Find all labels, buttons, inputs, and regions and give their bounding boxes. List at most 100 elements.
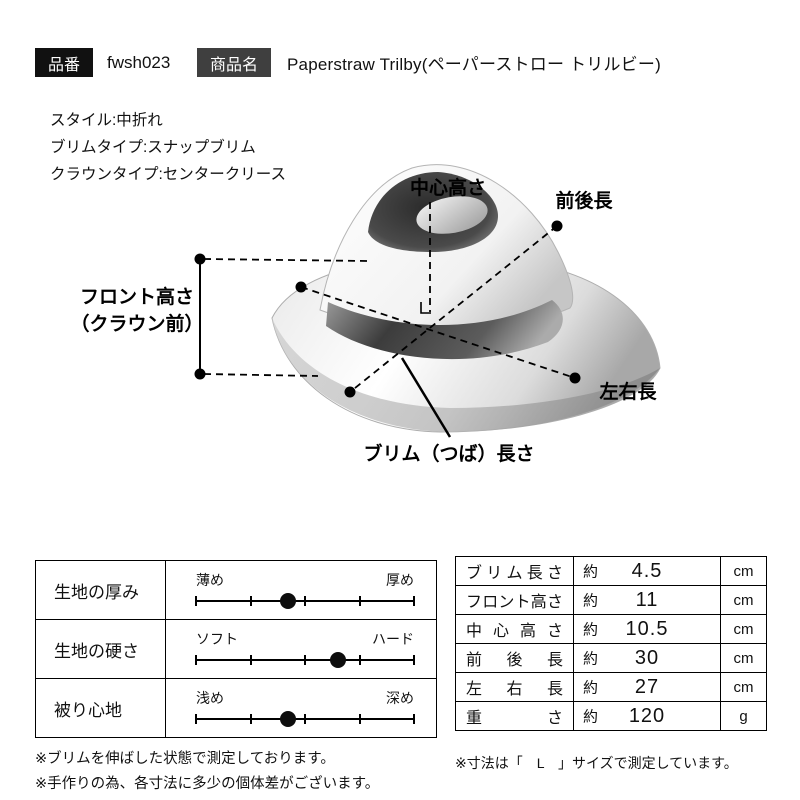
hat-crease-highlight (416, 196, 488, 234)
slider-label: 生地の厚み (36, 561, 166, 619)
measure-approx: 約 (583, 708, 599, 726)
measure-value-cell: 約 4.5 (573, 556, 721, 586)
measure-row: 中心高さ 約 10.5 cm (455, 614, 767, 644)
footnotes-left: ※ブリムを伸ばした状態で測定しております。 ※手作りの為、各寸法に多少の個体差が… (35, 747, 379, 797)
slider-min-label: 薄め (196, 572, 224, 588)
label-front-height-line1: フロント高さ (80, 285, 194, 308)
measure-number: 30 (634, 646, 660, 669)
item-code: fwsh023 (107, 52, 171, 72)
measure-approx: 約 (583, 679, 599, 697)
measure-number: 27 (634, 675, 660, 698)
hat-brim (271, 256, 661, 433)
spec-crown-type: クラウンタイプ:センタークリース (50, 166, 287, 183)
measure-unit: g (720, 701, 767, 731)
scale-tick (195, 596, 197, 606)
measure-approx: 約 (583, 563, 599, 581)
front-height-leader-bottom (203, 373, 319, 377)
measure-number: 4.5 (631, 559, 663, 582)
measure-value-cell: 約 11 (573, 585, 721, 615)
slider-row-stiffness: 生地の硬さ ソフト ハード (36, 620, 436, 679)
slider-track: 浅め 深め (166, 679, 436, 737)
measure-label: 前後長 (455, 643, 574, 673)
measure-label: ブリム長さ (455, 556, 574, 586)
measure-unit: cm (720, 643, 767, 673)
hat-band-shadow (326, 300, 563, 360)
slider-row-fit: 被り心地 浅め 深め (36, 679, 436, 737)
measure-unit: cm (720, 614, 767, 644)
scale-tick (413, 596, 415, 606)
measure-number: 120 (628, 704, 666, 727)
front-height-dot-top (194, 253, 206, 265)
slider-label: 被り心地 (36, 679, 166, 737)
measure-number: 10.5 (625, 617, 669, 640)
measure-approx: 約 (583, 592, 599, 610)
left-right-line (300, 286, 576, 379)
slider-track: 薄め 厚め (166, 561, 436, 619)
slider-max-label: 深め (386, 690, 414, 706)
label-brim-length: ブリム（つば）長さ (363, 442, 534, 465)
measure-row: 前後長 約 30 cm (455, 643, 767, 673)
hat-illustration (271, 164, 661, 433)
slider-label: 生地の硬さ (36, 620, 166, 678)
scale-tick (304, 655, 306, 665)
measure-unit: cm (720, 672, 767, 702)
item-code-tag: 品番 (35, 48, 93, 77)
measure-value-cell: 約 120 (573, 701, 721, 731)
scale-tick (358, 596, 361, 606)
spec-lines: スタイル:中折れ ブリムタイプ:スナップブリム クラウンタイプ:センタークリース (50, 107, 286, 188)
measure-label: 左右長 (455, 672, 574, 702)
label-front-back-length: 前後長 (555, 189, 613, 212)
slider-value-dot (279, 711, 296, 727)
slider-max-label: 厚め (386, 572, 414, 588)
measure-row: 重さ 約 120 g (455, 701, 767, 731)
product-name-tag: 商品名 (197, 48, 271, 77)
header: 品番 fwsh023 商品名 Paperstraw Trilby(ペーパーストロ… (35, 48, 661, 77)
label-center-height: 中心高さ (410, 176, 486, 199)
slider-scale-line (195, 711, 415, 727)
slider-min-label: 浅め (196, 690, 224, 706)
measure-value-cell: 約 27 (573, 672, 721, 702)
scale-tick (413, 655, 415, 665)
front-back-dot-top (551, 220, 563, 232)
scale-tick (413, 714, 415, 724)
footnote-measure-condition: ※ブリムを伸ばした状態で測定しております。 (35, 751, 335, 767)
product-name: Paperstraw Trilby(ペーパーストロー トリルビー) (287, 55, 661, 74)
front-back-dot-bottom (344, 386, 356, 398)
measure-approx: 約 (583, 621, 599, 639)
scale-tick (195, 714, 197, 724)
measure-number: 11 (635, 588, 659, 611)
measure-row: ブリム長さ 約 4.5 cm (455, 556, 767, 586)
slider-scale-line (195, 593, 415, 609)
measure-unit: cm (720, 556, 767, 586)
measure-label: 重さ (455, 701, 574, 731)
measure-value-cell: 約 10.5 (573, 614, 721, 644)
measure-approx: 約 (583, 650, 599, 668)
slider-value-dot (279, 593, 296, 609)
slider-min-label: ソフト (196, 631, 238, 647)
measure-unit: cm (720, 585, 767, 615)
front-height-dot-bottom (194, 368, 206, 380)
scale-tick (249, 714, 252, 724)
front-back-line (349, 225, 558, 393)
left-right-dot-right (569, 372, 581, 384)
left-right-dot-left (295, 281, 307, 293)
measure-row: 左右長 約 27 cm (455, 672, 767, 702)
fabric-feel-table: 生地の厚み 薄め 厚め 生地の硬さ ソフト ハード (35, 560, 437, 738)
label-front-height-line2: （クラウン前） (70, 312, 203, 335)
scale-tick (195, 655, 197, 665)
footnote-size-basis: ※寸法は「 L 」サイズで測定しています。 (455, 755, 738, 771)
slider-row-thickness: 生地の厚み 薄め 厚め (36, 561, 436, 620)
scale-tick (304, 714, 306, 724)
center-height-angle-tick (420, 302, 431, 314)
slider-max-label: ハード (372, 631, 414, 647)
spec-style: スタイル:中折れ (50, 112, 163, 129)
scale-tick (249, 596, 252, 606)
hat-center-crease (368, 172, 498, 252)
slider-track: ソフト ハード (166, 620, 436, 678)
hat-crown (319, 164, 574, 331)
measure-label: 中心高さ (455, 614, 574, 644)
footnote-handmade: ※手作りの為、各寸法に多少の個体差がございます。 (35, 776, 380, 792)
